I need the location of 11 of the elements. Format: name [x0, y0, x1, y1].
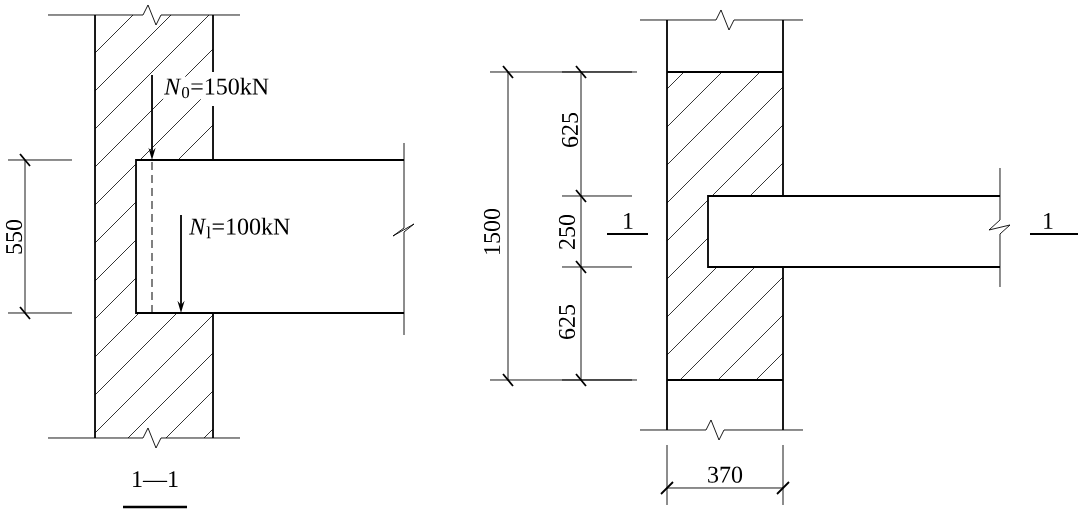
force-label: N$_{l}$=100kN [188, 216, 292, 240]
force-label: N$_{0}$=150kN [163, 76, 271, 100]
section-mark: 1 [1044, 212, 1053, 229]
dimension-text: 550 [5, 219, 23, 254]
dimension-text: 625 [561, 112, 579, 147]
dimension-text: 625 [558, 304, 576, 339]
section-mark: 1 [624, 212, 633, 229]
section-title: 1—1 [133, 471, 178, 487]
dimension-text: 250 [558, 214, 576, 249]
dimension-text: 370 [708, 466, 743, 483]
dimension-text: 1500 [483, 208, 501, 254]
